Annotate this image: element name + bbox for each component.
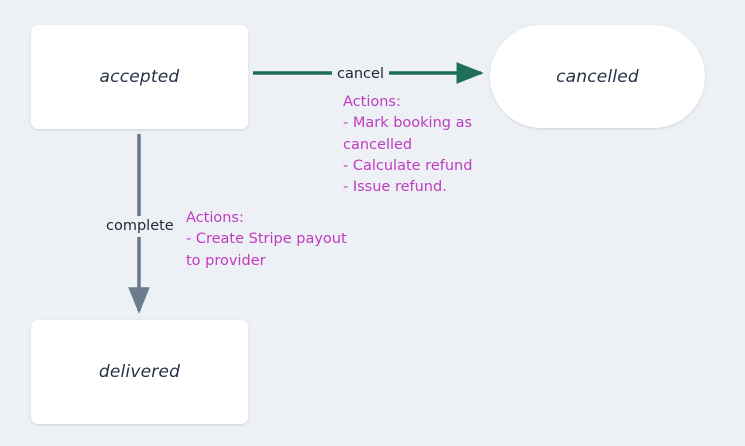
state-node-cancelled[interactable]: cancelled	[490, 25, 705, 128]
state-node-delivered[interactable]: delivered	[31, 320, 248, 424]
edge-label-complete: complete	[100, 216, 180, 237]
state-node-cancelled-label: cancelled	[556, 66, 639, 87]
state-node-accepted[interactable]: accepted	[31, 25, 248, 129]
edge-annotation-cancel-actions: Actions: - Mark booking as cancelled - C…	[343, 94, 473, 196]
state-node-accepted-label: accepted	[99, 67, 180, 87]
edge-annotation-complete-actions: Actions: - Create Stripe payout to provi…	[186, 210, 347, 269]
state-node-delivered-label: delivered	[98, 362, 181, 382]
edge-label-cancel: cancel	[332, 65, 389, 84]
